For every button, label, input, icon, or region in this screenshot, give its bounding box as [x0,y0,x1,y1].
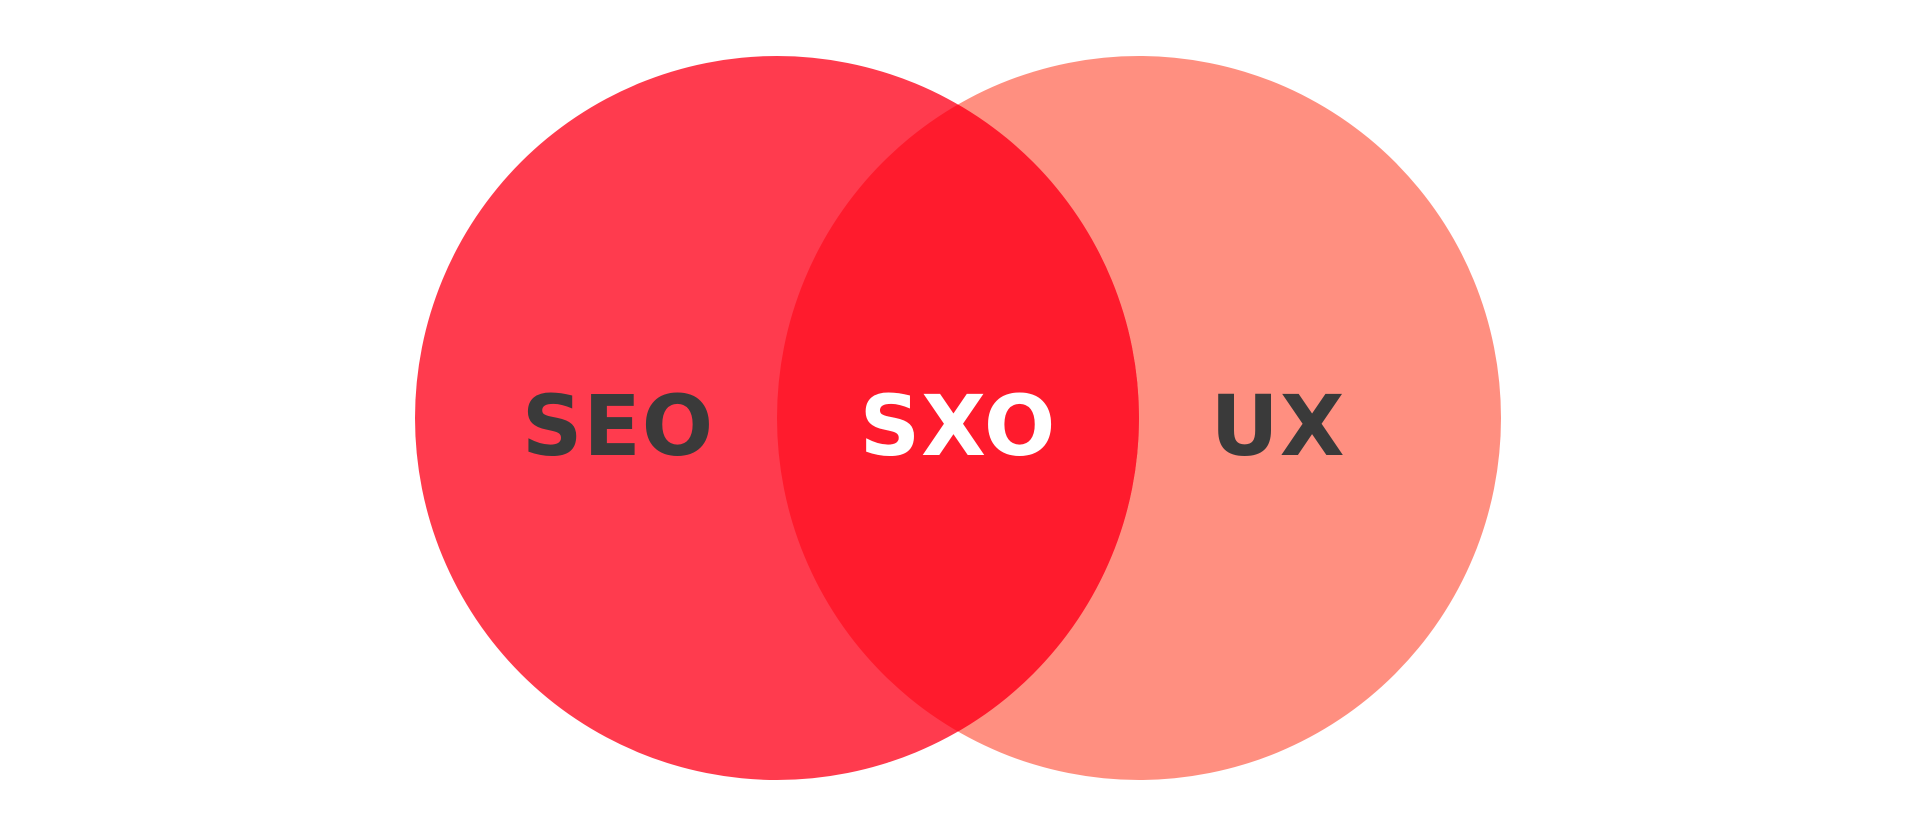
sxo-label: SXO [860,377,1057,475]
seo-label: SEO [522,377,714,475]
ux-label: UX [1211,377,1346,475]
sxo-intersection [777,56,1139,780]
